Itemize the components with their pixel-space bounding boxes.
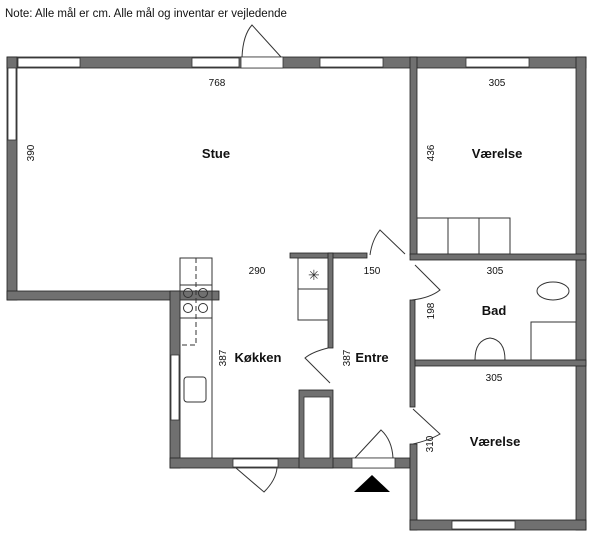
svg-text:Stue: Stue (202, 146, 230, 161)
svg-text:310: 310 (425, 435, 436, 452)
svg-text:768: 768 (209, 78, 226, 89)
svg-text:305: 305 (489, 78, 506, 89)
svg-text:305: 305 (486, 373, 503, 384)
svg-text:Entre: Entre (355, 350, 388, 365)
svg-text:Køkken: Køkken (235, 350, 282, 365)
svg-text:Værelse: Værelse (470, 434, 521, 449)
svg-text:387: 387 (218, 349, 229, 366)
star-icon: ✳ (308, 269, 320, 284)
sink-icon (183, 376, 207, 403)
svg-text:198: 198 (426, 302, 437, 319)
disclaimer-note: Note: Alle mål er cm. Alle mål og invent… (5, 8, 287, 20)
washbasin-icon (474, 337, 506, 361)
svg-text:Værelse: Værelse (472, 146, 523, 161)
walls (6, 56, 587, 531)
labels: Stue 768 390 Værelse 305 436 Køkken 290 … (26, 78, 522, 452)
toilet-icon (536, 281, 570, 301)
entrance-marker-icon (354, 475, 390, 492)
svg-text:436: 436 (426, 144, 437, 161)
svg-text:Bad: Bad (482, 303, 507, 318)
doors (235, 24, 441, 493)
svg-text:390: 390 (26, 144, 37, 161)
svg-text:290: 290 (249, 266, 266, 277)
svg-text:305: 305 (487, 266, 504, 277)
svg-text:150: 150 (364, 266, 381, 277)
svg-text:387: 387 (342, 349, 353, 366)
windows (7, 57, 530, 530)
fixtures: ✳ (179, 217, 577, 492)
